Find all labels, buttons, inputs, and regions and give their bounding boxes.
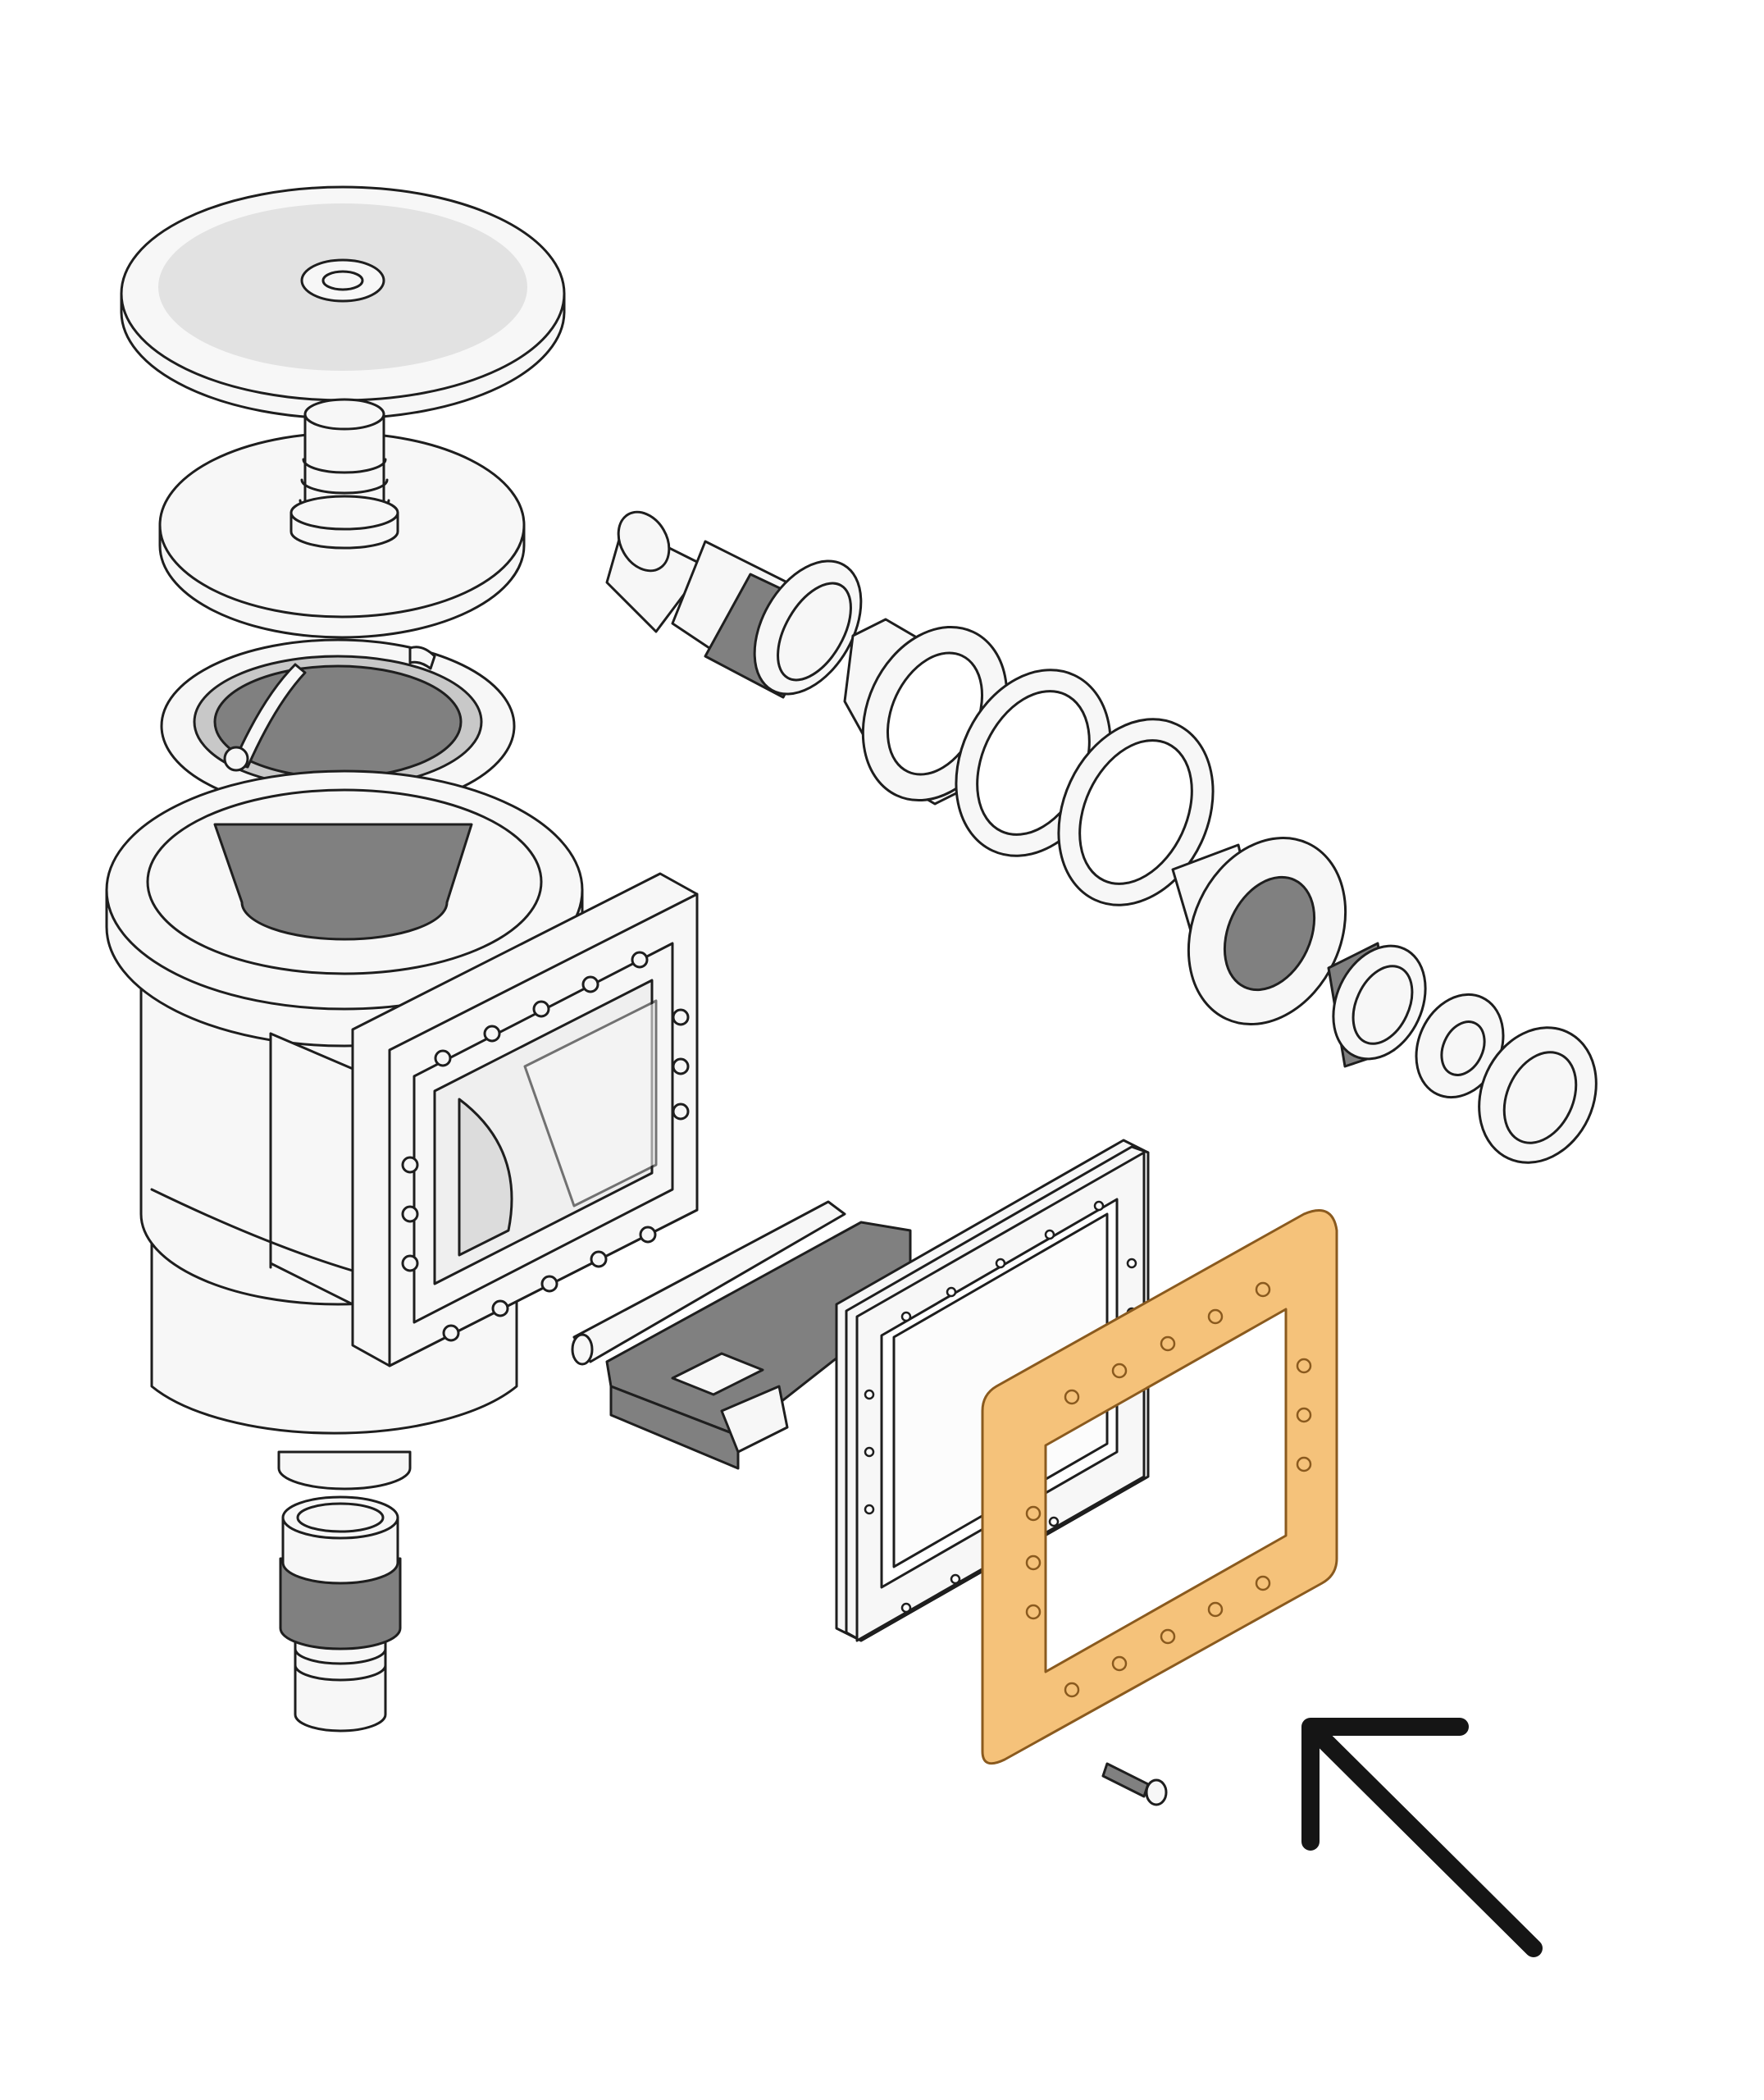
faceplate-gasket[interactable]: [981, 1209, 1338, 1765]
pointer-arrow: [1301, 1718, 1543, 1957]
screw: [1101, 1762, 1168, 1806]
skimmer-lid: [120, 185, 566, 420]
adjustable-collar: [158, 398, 526, 639]
weir-door: [571, 1200, 912, 1470]
return-fittings: [605, 510, 1598, 1164]
bottom-pipe-fitting: [279, 1495, 402, 1732]
skimmer-mouth: [351, 872, 699, 1367]
